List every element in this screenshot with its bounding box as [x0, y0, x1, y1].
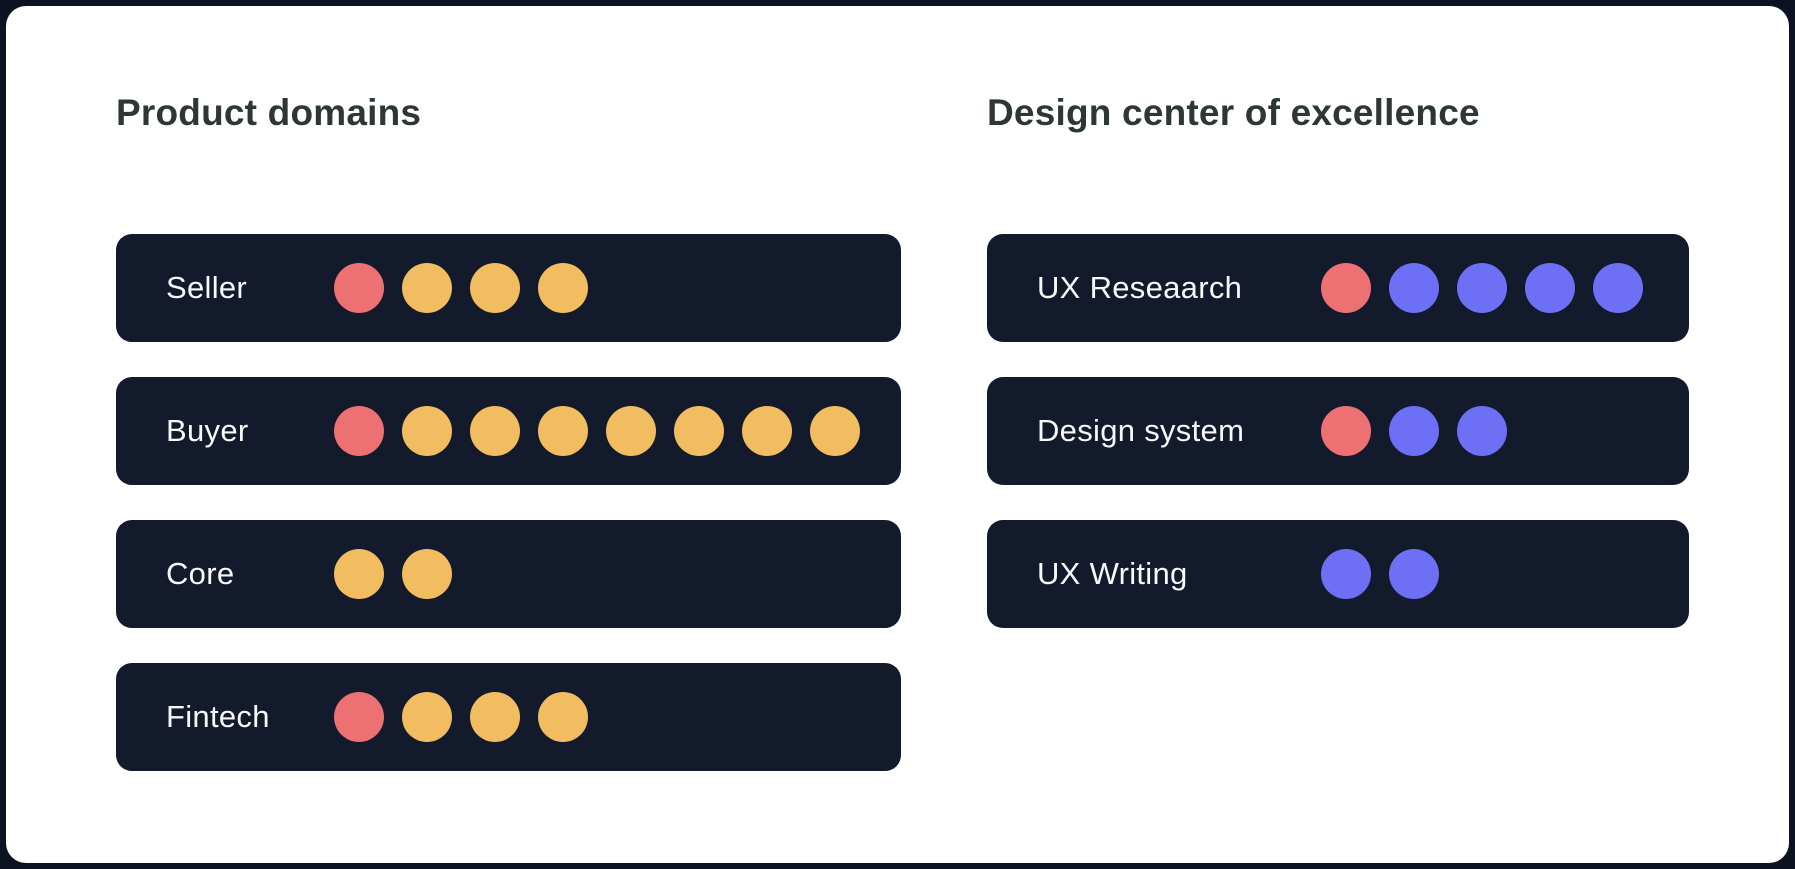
yellow-dot: [810, 406, 860, 456]
dot-row: [1321, 406, 1507, 456]
yellow-dot: [402, 263, 452, 313]
yellow-dot: [470, 263, 520, 313]
yellow-dot: [402, 692, 452, 742]
yellow-dot: [606, 406, 656, 456]
dot-row: [1321, 263, 1643, 313]
dot-row: [334, 549, 452, 599]
column-title-product-domains: Product domains: [116, 92, 422, 133]
yellow-dot: [334, 549, 384, 599]
team-label: Fintech: [166, 699, 270, 734]
team-label: UX Writing: [1037, 556, 1188, 591]
blue-dot: [1389, 263, 1439, 313]
blue-dot: [1389, 549, 1439, 599]
yellow-dot: [470, 406, 520, 456]
dot-row: [334, 692, 588, 742]
red-dot: [1321, 406, 1371, 456]
team-row: Fintech: [116, 663, 901, 771]
blue-dot: [1457, 263, 1507, 313]
blue-dot: [1457, 406, 1507, 456]
team-row: UX Writing: [987, 520, 1689, 628]
dot-row: [1321, 549, 1439, 599]
yellow-dot: [538, 692, 588, 742]
red-dot: [1321, 263, 1371, 313]
team-row: Design system: [987, 377, 1689, 485]
yellow-dot: [402, 549, 452, 599]
column-design-center: Design center of excellence UX Reseaarch…: [987, 91, 1689, 663]
yellow-dot: [538, 406, 588, 456]
red-dot: [334, 692, 384, 742]
dot-row: [334, 406, 860, 456]
team-row: Buyer: [116, 377, 901, 485]
blue-dot: [1389, 406, 1439, 456]
red-dot: [334, 263, 384, 313]
yellow-dot: [402, 406, 452, 456]
team-row: Core: [116, 520, 901, 628]
blue-dot: [1593, 263, 1643, 313]
yellow-dot: [538, 263, 588, 313]
team-label: Core: [166, 556, 235, 591]
dot-row: [334, 263, 588, 313]
team-label: Buyer: [166, 413, 249, 448]
yellow-dot: [674, 406, 724, 456]
team-label: Seller: [166, 270, 248, 305]
blue-dot: [1525, 263, 1575, 313]
blue-dot: [1321, 549, 1371, 599]
team-row: UX Reseaarch: [987, 234, 1689, 342]
team-label: Design system: [1037, 413, 1245, 448]
column-title-design-center: Design center of excellence: [987, 92, 1480, 133]
yellow-dot: [742, 406, 792, 456]
red-dot: [334, 406, 384, 456]
team-row: Seller: [116, 234, 901, 342]
yellow-dot: [470, 692, 520, 742]
team-label: UX Reseaarch: [1037, 270, 1243, 305]
